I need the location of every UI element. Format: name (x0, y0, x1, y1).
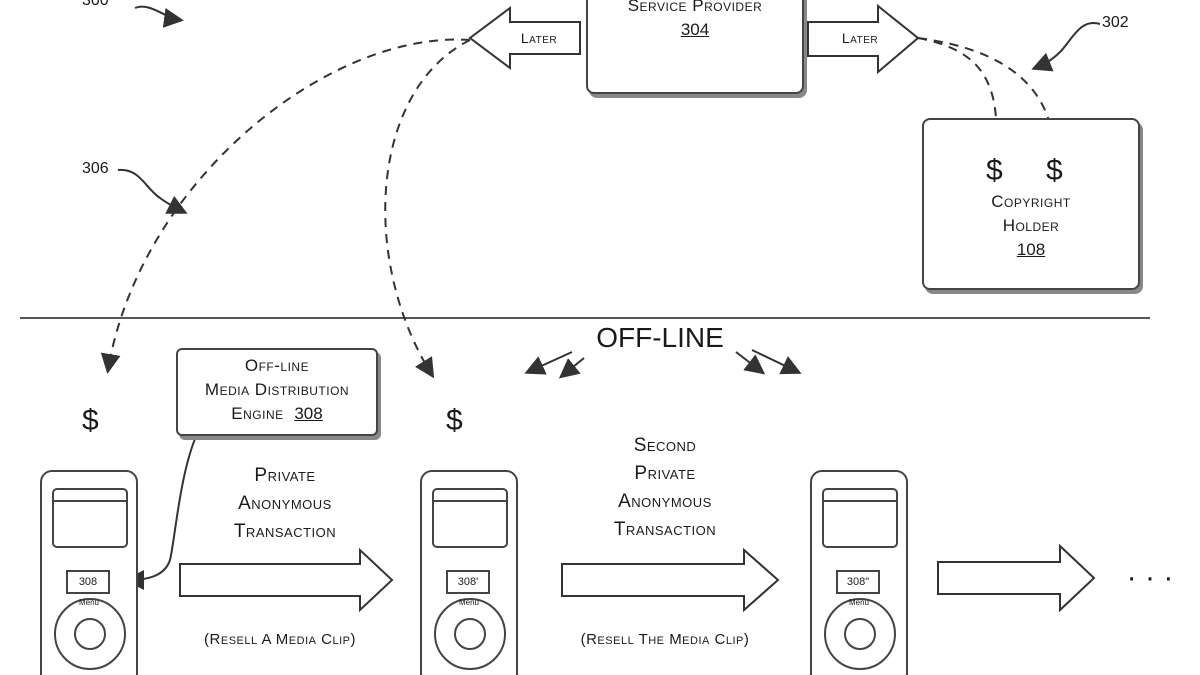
device-tag: 308 (66, 570, 110, 594)
later-arrow-right-shape (807, 3, 920, 75)
leader-302 (1031, 21, 1101, 72)
transaction-arrow-2 (561, 547, 780, 613)
click-wheel (54, 598, 126, 670)
continuation-ellipsis: · · · (1126, 561, 1174, 594)
device-screen (432, 488, 508, 548)
transaction2-note: (Resell The Media Clip) (580, 631, 750, 648)
engine-line2: Media Distribution (204, 380, 350, 399)
engine-ref: 308 (294, 404, 323, 423)
leader-306 (117, 168, 188, 214)
engine-leader (124, 431, 199, 590)
later-arrow-left-shape (468, 6, 581, 70)
dashed-curve-to-device1 (100, 38, 471, 374)
transaction-arrow-1 (179, 547, 394, 613)
offline-label: OFF-LINE (596, 322, 724, 353)
figure-number: 300 (82, 0, 109, 9)
copyright-holder-box: $ $ Copyright Holder 108 (922, 118, 1140, 290)
service-provider-ref: 304 (680, 20, 710, 39)
device-screen (52, 488, 128, 548)
offline-pointer-2 (558, 357, 585, 379)
transaction2-line2: Private (634, 463, 696, 484)
transaction1-line3: Transaction (233, 521, 337, 542)
transaction2-line4: Transaction (613, 519, 717, 540)
offline-pointer-1 (524, 351, 573, 375)
device2-dollar: $ (446, 404, 463, 437)
device-screen (822, 488, 898, 548)
service-provider-box: Service Provider 304 (586, 0, 804, 94)
transaction2-line3: Anonymous (618, 491, 712, 512)
copyright-dollar-1: $ (986, 154, 1003, 187)
center-button (454, 618, 486, 650)
copyright-holder-line2: Holder (1002, 216, 1060, 235)
offline-pointer-4 (751, 349, 802, 375)
menu-label: Menu (458, 598, 479, 607)
menu-label: Menu (848, 598, 869, 607)
later-label-left: Later (520, 30, 558, 46)
click-wheel (434, 598, 506, 670)
engine-line1: Off-line (244, 356, 310, 375)
ref-302: 302 (1102, 14, 1129, 31)
dashed-curve-to-device2 (384, 39, 471, 379)
transaction-arrow-3 (937, 543, 1096, 613)
center-button (74, 618, 106, 650)
media-distribution-engine-box: Off-line Media Distribution Engine 308 (176, 348, 378, 436)
click-wheel (824, 598, 896, 670)
copyright-holder-line1: Copyright (991, 192, 1071, 211)
device1-dollar: $ (82, 404, 99, 437)
leader-300 (134, 5, 184, 28)
service-provider-label: Service Provider (627, 0, 763, 15)
device-tag: 308' (446, 570, 490, 594)
transaction1-line1: Private (254, 465, 316, 486)
engine-word: Engine (231, 404, 284, 423)
later-label-right: Later (841, 30, 879, 46)
menu-label: Menu (78, 598, 99, 607)
transaction1-note: (Resell A Media Clip) (204, 631, 356, 648)
engine-line3: Engine 308 (178, 402, 376, 426)
offline-pointer-3 (735, 351, 766, 375)
transaction2-line1: Second (633, 435, 697, 456)
transaction1-line2: Anonymous (238, 493, 332, 514)
ref-306: 306 (82, 160, 109, 177)
copyright-holder-ref: 108 (1016, 240, 1046, 259)
media-player-device-3: 308" Menu (810, 470, 908, 675)
device-tag: 308" (836, 570, 880, 594)
media-player-device-2: 308' Menu (420, 470, 518, 675)
center-button (844, 618, 876, 650)
copyright-dollar-2: $ (1046, 154, 1063, 187)
media-player-device-1: 308 Menu (40, 470, 138, 675)
